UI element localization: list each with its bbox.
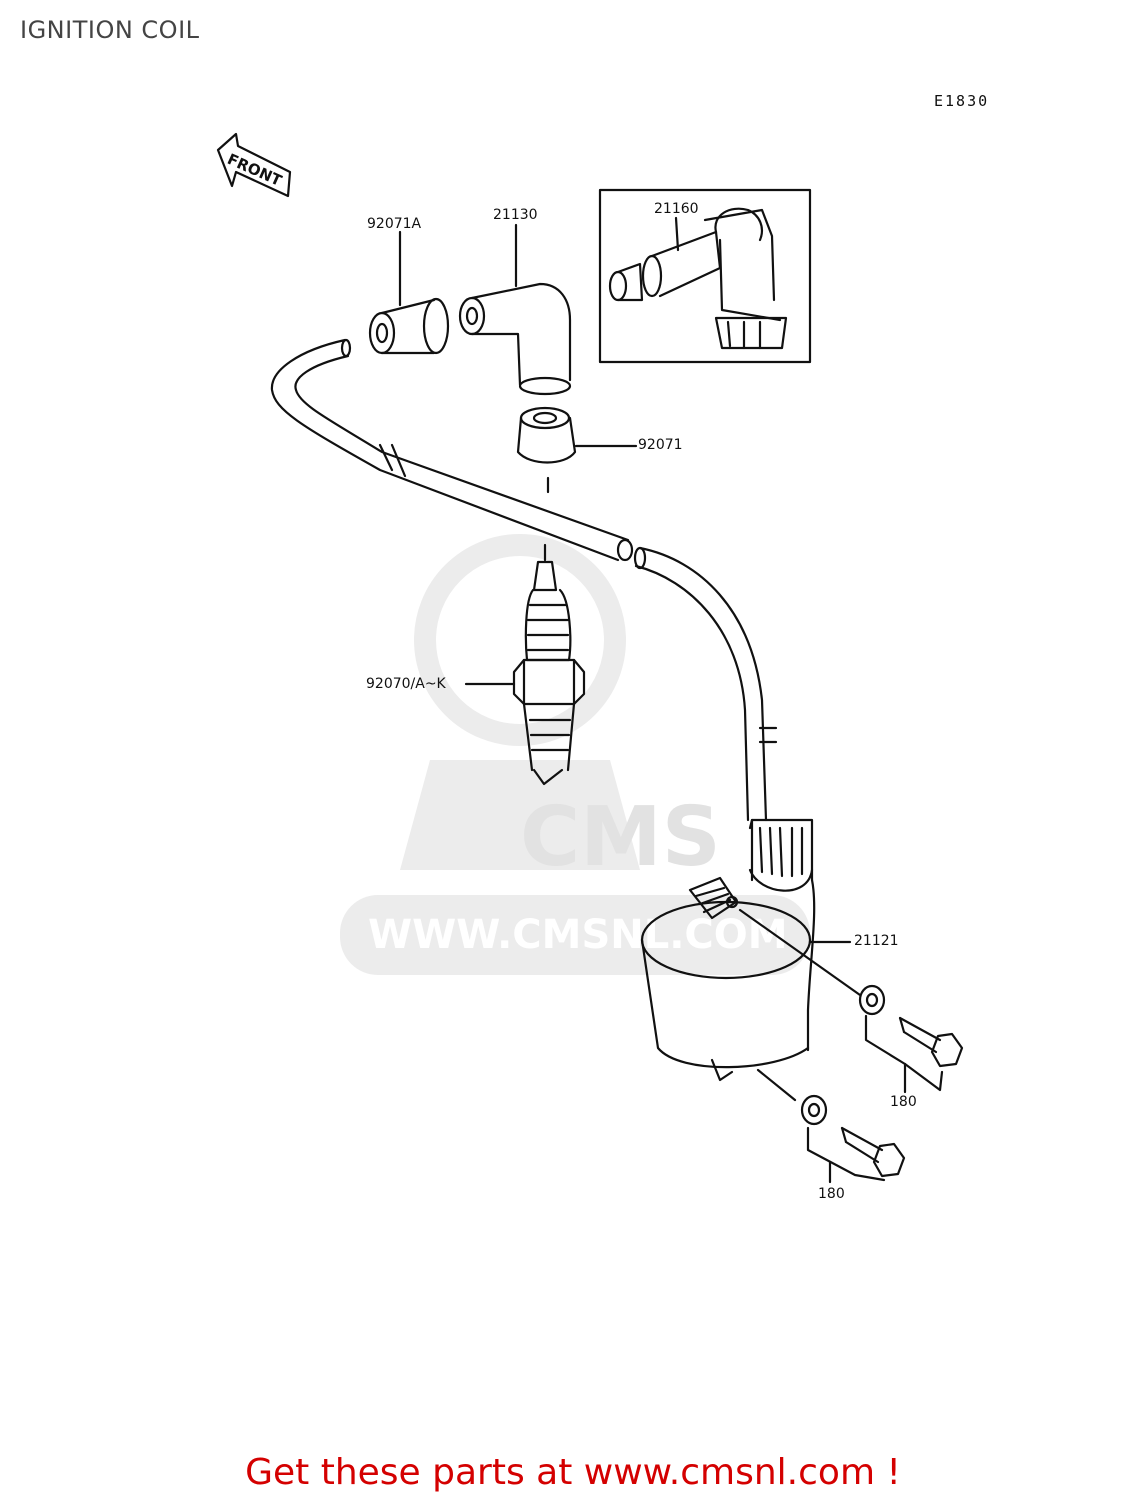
plug-cap-alt-drawing xyxy=(608,207,788,350)
lead-wire-drawing xyxy=(270,338,778,822)
bolt-upper-drawing xyxy=(738,908,964,1094)
ignition-coil-drawing xyxy=(640,818,816,1082)
label-plug-cap: 21130 xyxy=(493,207,538,223)
label-coil: 21121 xyxy=(854,933,899,949)
spark-plug-drawing xyxy=(512,543,586,786)
label-cap-outer: 92071A xyxy=(367,216,422,232)
plug-cap-drawing xyxy=(458,282,572,396)
label-plug-cap-alt: 21160 xyxy=(654,201,699,217)
label-bolt-lower: 180 xyxy=(818,1186,845,1202)
alternate-cap-box xyxy=(598,188,812,364)
label-spark-plug: 92070/A~K xyxy=(366,676,446,692)
page-title: IGNITION COIL xyxy=(20,16,200,44)
diagram-code: E1830 xyxy=(934,92,990,110)
bolt-lower-drawing xyxy=(756,1068,906,1184)
cap-inner-drawing xyxy=(516,406,577,494)
watermark-logo-text: CMS xyxy=(520,790,721,885)
leader-lines xyxy=(398,216,852,944)
label-cap-inner: 92071 xyxy=(638,437,683,453)
cap-outer-drawing xyxy=(368,297,450,355)
watermark-url: WWW.CMSNL.COM xyxy=(368,912,788,958)
front-arrow-icon xyxy=(216,132,292,198)
label-bolt-upper: 180 xyxy=(890,1094,917,1110)
promo-link[interactable]: Get these parts at www.cmsnl.com ! xyxy=(245,1452,901,1493)
